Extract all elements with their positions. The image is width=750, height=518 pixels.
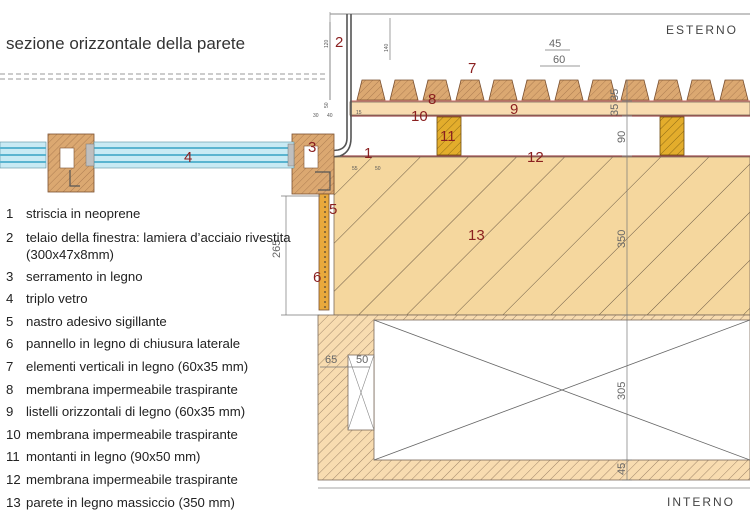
dim-90: 90 xyxy=(616,131,628,143)
legend-num: 1 xyxy=(6,206,14,221)
legend-num: 8 xyxy=(6,381,14,397)
dim-305: 305 xyxy=(616,382,628,400)
dim-35: 35 xyxy=(609,89,621,101)
legend-item: 6 pannello in legno di chiusura laterale xyxy=(6,333,296,356)
legend-num: 12 xyxy=(6,471,21,487)
dim-small-120: 120 xyxy=(324,39,330,48)
legend-text: parete in legno massiccio (350 mm) xyxy=(26,494,235,510)
callout-6: 6 xyxy=(313,269,321,286)
wood-stud xyxy=(659,116,685,156)
dim-slat-width: 45 xyxy=(549,38,561,50)
dim-small-40: 40 xyxy=(327,113,333,119)
legend-num: 10 xyxy=(6,426,21,442)
legend-text: membrana impermeabile traspirante xyxy=(26,426,238,442)
legend-text: montanti in legno (90x50 mm) xyxy=(26,449,201,465)
dim-small-15: 15 xyxy=(356,110,362,116)
interior-lining xyxy=(317,314,750,489)
legend-item: 11 montanti in legno (90x50 mm) xyxy=(6,446,296,469)
dim-small-50: 50 xyxy=(324,102,330,108)
legend-item: 13 parete in legno massiccio (350 mm) xyxy=(6,492,296,515)
legend-item: 8 membrana impermeabile traspirante xyxy=(6,379,296,402)
callout-4: 4 xyxy=(184,149,192,166)
legend-num: 5 xyxy=(6,313,14,329)
legend-item: 10 membrana impermeabile traspirante xyxy=(6,424,296,447)
vertical-slat xyxy=(488,79,518,101)
legend-item: 2 telaio della finestra: lamiera d’acciai… xyxy=(6,229,296,263)
dim-65: 65 xyxy=(325,354,337,366)
dim-265: 265 xyxy=(271,240,283,258)
legend-item: 1 striscia in neoprene xyxy=(6,203,296,226)
vertical-wood-slats xyxy=(356,79,749,101)
dim-small-50b: 50 xyxy=(375,166,381,172)
vertical-slat xyxy=(620,79,650,101)
callout-1: 1 xyxy=(364,145,372,162)
dim-slat-spacing: 60 xyxy=(553,54,565,66)
legend-num: 9 xyxy=(6,404,14,420)
dimension-lines xyxy=(281,18,632,481)
callout-13: 13 xyxy=(468,227,485,244)
dim-350: 350 xyxy=(616,230,628,248)
callout-8: 8 xyxy=(428,91,436,108)
dim-small-55: 55 xyxy=(352,166,358,172)
vertical-slat xyxy=(356,79,386,101)
legend-num: 4 xyxy=(6,291,14,307)
legend-num: 3 xyxy=(6,268,14,284)
vertical-slat xyxy=(455,79,485,101)
vertical-slat xyxy=(422,79,452,101)
dim-small-30: 30 xyxy=(313,113,319,119)
inside-label: INTERNO xyxy=(667,495,735,509)
vertical-slat xyxy=(587,79,617,101)
legend-num: 13 xyxy=(6,494,21,510)
legend-item: 3 serramento in legno xyxy=(6,266,296,289)
legend-text: elementi verticali in legno (60x35 mm) xyxy=(26,358,249,374)
horizontal-battens xyxy=(349,101,750,116)
dim-small-140: 140 xyxy=(384,43,390,52)
legend-text: serramento in legno xyxy=(26,268,143,284)
legend-text: membrana impermeabile traspirante xyxy=(26,381,238,397)
callout-7: 7 xyxy=(468,60,476,77)
legend: 1 striscia in neoprene 2 telaio della fine… xyxy=(6,203,296,514)
callout-9: 9 xyxy=(510,101,518,118)
legend-text: listelli orizzontali di legno (60x35 mm) xyxy=(26,404,246,420)
legend-text: striscia in neoprene xyxy=(26,206,141,221)
dim-45: 45 xyxy=(616,463,628,475)
vertical-slat xyxy=(521,79,551,101)
legend-text: membrana impermeabile traspirante xyxy=(26,471,238,487)
vertical-slat xyxy=(719,79,749,101)
legend-text: nastro adesivo sigillante xyxy=(26,313,167,329)
legend-num: 11 xyxy=(6,449,20,465)
callout-3: 3 xyxy=(308,139,316,156)
vertical-slat xyxy=(653,79,683,101)
side-closing-panel xyxy=(318,193,330,311)
dim-35b: 35 xyxy=(609,104,621,116)
legend-num: 6 xyxy=(6,336,14,352)
callout-5: 5 xyxy=(329,201,337,218)
callout-10: 10 xyxy=(411,108,428,125)
steel-window-frame xyxy=(319,14,352,159)
vertical-slat xyxy=(554,79,584,101)
outside-label: ESTERNO xyxy=(666,23,739,37)
legend-num: 7 xyxy=(6,358,14,374)
vertical-slat xyxy=(686,79,716,101)
wood-stud xyxy=(436,116,462,156)
vertical-slat xyxy=(389,79,419,101)
dim-50: 50 xyxy=(356,354,368,366)
legend-item: 4 triplo vetro xyxy=(6,288,296,311)
legend-item: 7 elementi verticali in legno (60x35 mm) xyxy=(6,356,296,379)
callout-2: 2 xyxy=(335,34,343,51)
triple-glazing xyxy=(0,141,295,169)
legend-item: 5 nastro adesivo sigillante xyxy=(6,311,296,334)
legend-num: 2 xyxy=(6,229,14,245)
legend-text: pannello in legno di chiusura laterale xyxy=(26,336,241,352)
legend-item: 12 membrana impermeabile traspirante xyxy=(6,469,296,492)
legend-item: 9 listelli orizzontali di legno (60x35 mm… xyxy=(6,401,296,424)
callout-11: 11 xyxy=(440,128,456,145)
callout-12: 12 xyxy=(527,149,544,166)
solid-wood-wall xyxy=(333,156,750,316)
legend-text: triplo vetro xyxy=(26,291,88,307)
drawing-title: sezione orizzontale della parete xyxy=(6,34,246,53)
legend-text: telaio della finestra: lamiera d’acciaio… xyxy=(26,229,291,262)
